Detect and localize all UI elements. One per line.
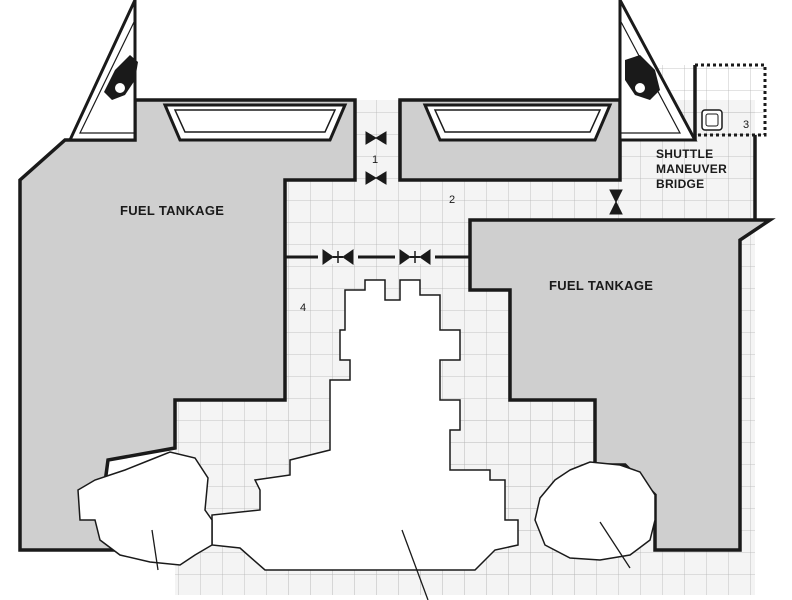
room-number-4: 4	[300, 302, 306, 314]
ramp-right	[618, 0, 698, 142]
fuel-tank-right	[468, 218, 776, 552]
door-hatch-icon	[365, 131, 387, 145]
central-vehicle-bay	[211, 279, 519, 571]
door-hatches	[322, 131, 623, 265]
pod-right	[534, 461, 656, 561]
ramp-left	[67, 0, 138, 142]
fuel-tankage-left-label: FUEL TANKAGE	[120, 203, 224, 218]
fuel-tankage-right-label: FUEL TANKAGE	[549, 278, 653, 293]
pilot-seat-icon	[701, 109, 723, 131]
hull-upper-block	[135, 0, 620, 100]
door-hatch-icon	[365, 171, 387, 185]
shuttle-bridge-label-1: SHUTTLE	[656, 147, 713, 161]
pod-left	[77, 451, 213, 566]
shuttle-bridge-label-2: MANEUVER	[656, 162, 727, 176]
machinery-icon	[104, 55, 138, 100]
room-3-dashed-outline	[693, 63, 767, 137]
door-hatch-icon	[609, 189, 623, 215]
door-hatch-icon	[322, 249, 354, 265]
leader-lines	[151, 521, 631, 600]
shuttle-bridge-label-3: BRIDGE	[656, 177, 704, 191]
room-number-3: 3	[743, 119, 749, 131]
room-number-2: 2	[449, 194, 455, 206]
room-number-1: 1	[372, 154, 378, 166]
door-hatch-icon	[399, 249, 431, 265]
